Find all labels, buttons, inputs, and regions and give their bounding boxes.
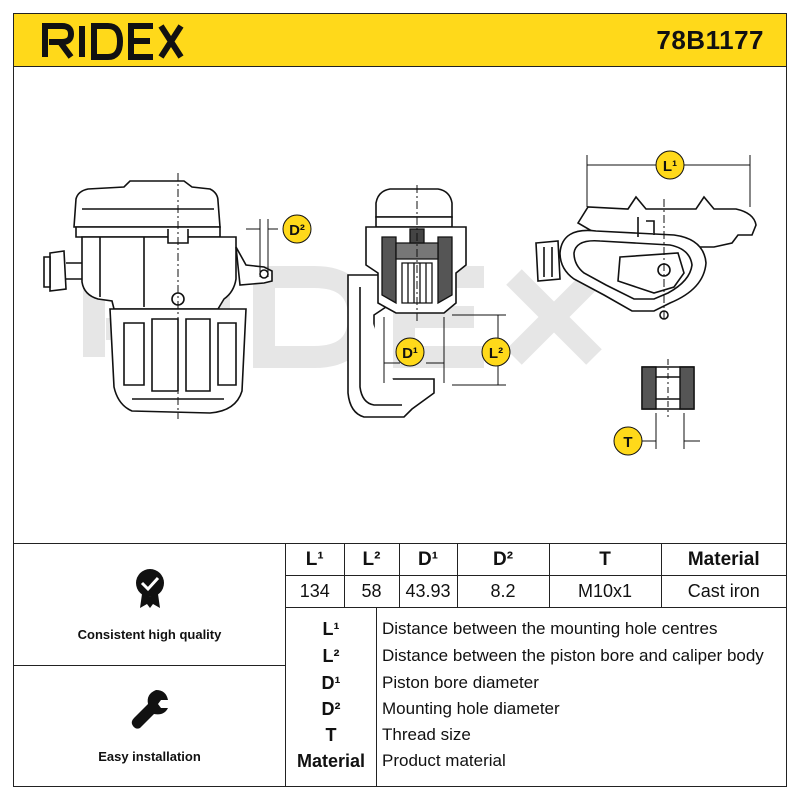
feature-installation: Easy installation xyxy=(14,666,285,787)
legend-symbol: D¹ xyxy=(321,673,341,693)
thread-detail-view xyxy=(641,359,695,417)
legend-symbol: L² xyxy=(322,646,340,666)
dim-label-l1: L¹ xyxy=(663,158,677,175)
specification-panel: Consistent high quality Easy installatio… xyxy=(14,543,786,787)
feature-quality-label: Consistent high quality xyxy=(77,627,222,642)
spec-value-l2: 58 xyxy=(344,575,400,608)
legend-row: L¹ Distance between the mounting hole ce… xyxy=(286,616,786,642)
legend-row: T Thread size xyxy=(286,722,786,748)
spec-table-header-row: L¹ L² D¹ D² T Material xyxy=(286,544,786,576)
legend-row: L² Distance between the piston bore and … xyxy=(286,643,786,669)
dim-label-d2: D² xyxy=(289,222,305,239)
spec-header-l2: L² xyxy=(344,544,400,576)
legend-description: Distance between the piston bore and cal… xyxy=(382,646,764,665)
spec-header-d1: D¹ xyxy=(399,544,458,576)
spec-header-l1: L¹ xyxy=(286,544,345,576)
spec-header-d2: D² xyxy=(457,544,550,576)
page-frame xyxy=(13,13,787,787)
dim-label-l2: L² xyxy=(489,345,503,362)
ridex-logo xyxy=(40,20,204,60)
spec-table-value-row: 134 58 43.93 8.2 M10x1 Cast iron xyxy=(286,575,786,608)
spec-value-d2: 8.2 xyxy=(457,575,550,608)
legend-description: Thread size xyxy=(382,725,471,744)
legend-row: D¹ Piston bore diameter xyxy=(286,670,786,696)
spec-value-material: Cast iron xyxy=(661,575,786,608)
legend-symbol: Material xyxy=(296,751,366,771)
dimension-legend: L¹ Distance between the mounting hole ce… xyxy=(286,608,786,787)
legend-divider xyxy=(376,608,377,787)
legend-description: Distance between the mounting hole centr… xyxy=(382,619,718,638)
header-bar: 78B1177 xyxy=(14,14,786,67)
quality-check-badge-icon xyxy=(128,566,172,610)
legend-symbol: T xyxy=(325,725,337,745)
dim-label-t: T xyxy=(623,434,632,451)
technical-drawing: D² xyxy=(14,67,786,543)
caliper-front-view xyxy=(43,180,273,414)
dim-label-d1: D¹ xyxy=(402,345,418,362)
spec-header-t: T xyxy=(549,544,662,576)
legend-description: Product material xyxy=(382,751,506,770)
feature-installation-label: Easy installation xyxy=(98,749,201,764)
spec-table: L¹ L² D¹ D² T Material 134 58 43.93 8.2 … xyxy=(286,544,786,608)
feature-list: Consistent high quality Easy installatio… xyxy=(14,544,286,787)
legend-row: D² Mounting hole diameter xyxy=(286,696,786,722)
spec-value-d1: 43.93 xyxy=(399,575,458,608)
spec-value-t: M10x1 xyxy=(549,575,662,608)
legend-symbol: D² xyxy=(321,699,341,719)
spec-header-material: Material xyxy=(661,544,786,576)
part-number: 78B1177 xyxy=(656,25,764,55)
wrench-icon xyxy=(128,686,172,730)
legend-description: Piston bore diameter xyxy=(382,673,539,692)
spec-value-l1: 134 xyxy=(286,575,345,608)
legend-row: Material Product material xyxy=(286,748,786,774)
legend-symbol: L¹ xyxy=(322,619,340,639)
caliper-top-view xyxy=(535,195,757,320)
legend-description: Mounting hole diameter xyxy=(382,699,560,718)
feature-quality: Consistent high quality xyxy=(14,544,285,666)
